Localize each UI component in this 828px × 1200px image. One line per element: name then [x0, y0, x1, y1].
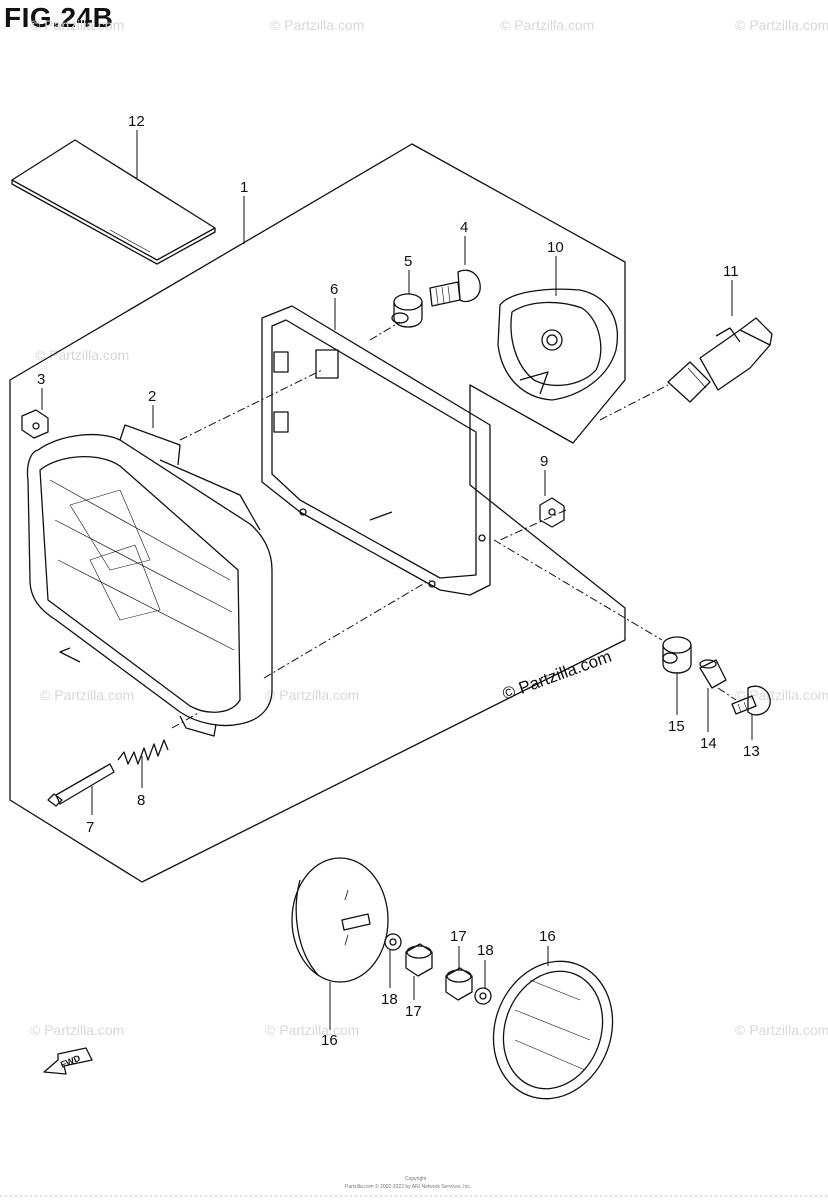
watermark: © Partzilla.com: [30, 1022, 124, 1038]
part-6-frame: [261, 305, 491, 596]
watermark: © Partzilla.com: [265, 687, 359, 703]
callout-17: 17: [405, 1003, 422, 1020]
callout-7: 7: [86, 819, 94, 836]
footer-text: Partzilla.com © 2002-2022 by ARI Network…: [345, 1183, 471, 1190]
fwd-label: FWD: [59, 1053, 82, 1070]
watermark: © Partzilla.com: [735, 1022, 828, 1038]
watermark: © Partzilla.com: [35, 347, 129, 363]
part-7-screw: [47, 763, 115, 807]
callout-12: 12: [128, 113, 145, 130]
callout-18: 18: [381, 991, 398, 1008]
callout-4: 4: [460, 219, 468, 236]
callout-9: 9: [540, 453, 548, 470]
callout-8: 8: [137, 792, 145, 809]
callout-15: 15: [668, 718, 685, 735]
part-4-screw: [429, 269, 481, 307]
part-18-washer-left: [384, 933, 402, 951]
watermark: © Partzilla.com: [500, 17, 594, 33]
callout-10: 10: [547, 239, 564, 256]
fwd-arrow-icon: [43, 1047, 93, 1075]
part-16-cover-left: [291, 857, 389, 983]
part-3-clip: [21, 409, 49, 439]
callout-2: 2: [148, 388, 156, 405]
part-11-bulb: [667, 317, 773, 403]
callout-5: 5: [404, 253, 412, 270]
footer-copyright: Copyright: [405, 1176, 427, 1182]
callout-16: 16: [539, 928, 556, 945]
watermark: © Partzilla.com: [735, 687, 828, 703]
callout-labels: 1 2 3 4 5 6 7 8 9 10 11 12 13 14 15 16 1…: [37, 113, 760, 1049]
part-10-cover: [497, 288, 618, 401]
part-9-nut: [539, 497, 565, 528]
part-13-bolt: [731, 685, 771, 716]
part-15-grommet: [662, 636, 692, 674]
callout-3: 3: [37, 371, 45, 388]
assembly-outline: [9, 143, 626, 883]
part-5-grommet: [391, 293, 423, 328]
part-17-nut-left: [405, 943, 433, 977]
watermark: © Partzilla.com: [30, 17, 124, 33]
callout-14: 14: [700, 735, 717, 752]
callout-16: 16: [321, 1032, 338, 1049]
part-2-headlight: [26, 424, 273, 737]
callout-6: 6: [330, 281, 338, 298]
part-8-spring: [117, 739, 169, 765]
watermark-group: © Partzilla.com © Partzilla.com © Partzi…: [30, 17, 828, 1038]
watermark: © Partzilla.com: [265, 1022, 359, 1038]
part-14-collar: [699, 659, 727, 689]
part-16-cover-right: [492, 960, 614, 1100]
part-12-sticker: [11, 139, 216, 261]
callout-1: 1: [240, 179, 248, 196]
callout-18: 18: [477, 942, 494, 959]
watermark: © Partzilla.com: [270, 17, 364, 33]
callout-17: 17: [450, 928, 467, 945]
callout-11: 11: [723, 263, 739, 280]
partzilla-brand-text: © Partzilla.com: [500, 647, 614, 704]
watermark: © Partzilla.com: [40, 687, 134, 703]
part-17-nut-right: [445, 967, 473, 1001]
figure-title: FIG.24B: [4, 2, 114, 33]
part-18-washer-right: [474, 987, 492, 1005]
callout-13: 13: [743, 743, 760, 760]
watermark: © Partzilla.com: [735, 17, 828, 33]
